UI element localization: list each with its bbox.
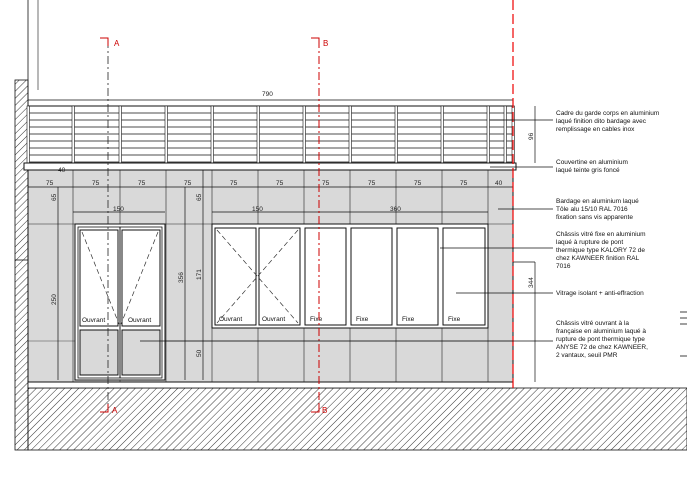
annotation-line: thermique type KALORY 72 de: [556, 247, 645, 254]
dim-railing-height: 96: [528, 132, 535, 140]
railing-post: [302, 105, 306, 164]
window-band: Ouvrant Ouvrant Fixe Fixe Fixe Fixe: [211, 223, 489, 329]
window-leaf-label: Ouvrant: [262, 316, 285, 323]
annotation-line: remplissage en cables inox: [556, 126, 635, 133]
railing-post: [164, 105, 168, 164]
window-fixed-label: Fixe: [310, 316, 323, 323]
ground-hatch: [27, 387, 687, 451]
railing-post: [348, 105, 352, 164]
dim-window-left-width: 150: [252, 206, 263, 213]
dim-sill-height: 50: [196, 349, 203, 357]
annotation-note: Vitrage isolant + anti-effraction: [556, 290, 644, 297]
railing-post: [26, 105, 30, 164]
railing-post: [118, 105, 122, 164]
dim-top-offset-mid: 65: [196, 193, 203, 201]
dim-top-module: 75: [230, 180, 238, 187]
dim-small-top: 40: [58, 167, 66, 174]
annotation-line: Tôle alu 15/10 RAL 7016: [556, 206, 628, 213]
dim-top-module: 75: [92, 180, 100, 187]
railing-post: [71, 105, 75, 164]
annotation-line: Cadre du garde corps en aluminium: [556, 110, 659, 117]
dim-door-width: 150: [113, 206, 124, 213]
railing: [26, 105, 515, 164]
dim-top-module: 75: [276, 180, 284, 187]
annotation-line: française en aluminium laqué à: [556, 328, 646, 335]
annotation-line: Châssis vitré ouvrant à la: [556, 320, 629, 327]
railing-post: [256, 105, 260, 164]
annotation-line: Bardage en aluminium laqué: [556, 198, 639, 205]
annotation-line: laqué finition dito bardage avec: [556, 118, 647, 125]
annotation-line: Châssis vitré fixe en aluminium: [556, 231, 646, 238]
window-fixed-label: Fixe: [402, 316, 415, 323]
annotation-line: laqué teinte gris foncé: [556, 167, 620, 174]
railing-post: [394, 105, 398, 164]
section-mark-a-top: A: [114, 39, 120, 48]
dim-top-module: 75: [322, 180, 330, 187]
annotation-line: 7016: [556, 263, 571, 270]
railing-post: [210, 105, 214, 164]
railing-post: [440, 105, 444, 164]
left-wall-hatch: [14, 79, 29, 451]
annotation-line: 2 vantaux, seuil PMR: [556, 352, 618, 359]
dim-top-offset-left: 65: [51, 193, 58, 201]
dim-door-height: 250: [51, 294, 58, 305]
railing-post: [503, 105, 507, 164]
section-mark-b-top: B: [323, 39, 328, 48]
dim-right-height: 344: [528, 277, 535, 288]
railing-post: [486, 105, 490, 164]
dim-top-module: 75: [46, 180, 54, 187]
window-fixed-label: Fixe: [356, 316, 369, 323]
annotation-line: Vitrage isolant + anti-effraction: [556, 290, 644, 297]
annotation-leaders: [140, 119, 553, 342]
entrance-door[interactable]: Ouvrant Ouvrant: [74, 223, 166, 381]
dim-total-height: 356: [178, 272, 185, 283]
window-leaf-label: Ouvrant: [219, 316, 242, 323]
annotation-line: ANYSE 72 de chez KAWNEER,: [556, 344, 648, 351]
section-mark-a-bottom: A: [112, 406, 118, 415]
dim-overall-width: 790: [262, 91, 273, 98]
annotation-line: laqué à rupture de pont: [556, 239, 623, 246]
annotation-line: chez KAWNEER finition RAL: [556, 255, 640, 262]
door-leaf-label: Ouvrant: [82, 317, 105, 324]
dim-top-module: 75: [414, 180, 422, 187]
window-fixed-label: Fixe: [448, 316, 461, 323]
dim-top-module: 75: [138, 180, 146, 187]
dimension-lines: [28, 99, 536, 382]
section-mark-b-bottom: B: [322, 406, 327, 415]
annotation-line: Couvertine en aluminium: [556, 159, 628, 166]
dim-window-height: 171: [196, 269, 203, 280]
dim-top-module: 40: [495, 180, 503, 187]
dim-top-module: 75: [460, 180, 468, 187]
dim-top-module: 75: [368, 180, 376, 187]
dim-top-module: 75: [184, 180, 192, 187]
annotation-line: fixation sans vis apparente: [556, 214, 633, 221]
annotation-line: rupture de pont thermique type: [556, 336, 645, 343]
coping: [23, 162, 517, 171]
door-leaf-label: Ouvrant: [128, 317, 151, 324]
dim-window-right-width: 360: [390, 206, 401, 213]
